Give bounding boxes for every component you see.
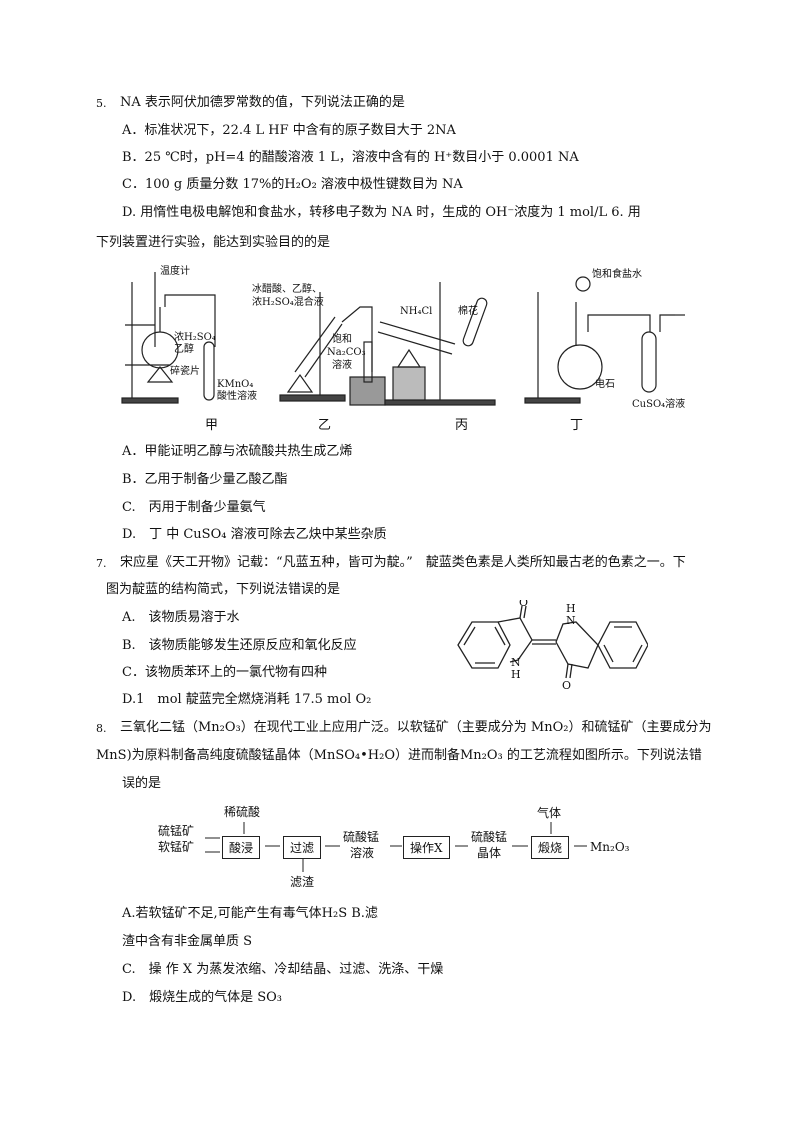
step-operation-x: 操作X	[403, 836, 450, 859]
label-acidic-solution: 酸性溶液	[217, 389, 257, 402]
option-c: C．100 g 质量分数 17%的H₂O₂ 溶液中极性键数目为 NA	[122, 177, 463, 192]
option-c: C. 丙用于制备少量氨气	[122, 500, 266, 515]
label-brine: 饱和食盐水	[592, 267, 642, 280]
atom-n-top: N	[566, 614, 576, 627]
label-na2co3: Na₂CO₃	[327, 347, 366, 358]
residue: 滤渣	[290, 875, 315, 889]
intermediate-1a: 硫酸锰	[343, 830, 380, 844]
flow-arrows	[205, 822, 587, 872]
option-a: A．甲能证明乙醇与浓硫酸共热生成乙烯	[122, 444, 353, 459]
option-d: D. 丁 中 CuSO₄ 溶液可除去乙炔中某些杂质	[122, 527, 387, 542]
step-calcine: 煅烧	[531, 836, 570, 859]
input-1: 硫锰矿	[158, 824, 195, 838]
intermediate-2b: 晶体	[477, 846, 502, 860]
label-nh4cl: NH₄Cl	[400, 306, 432, 317]
question-stem: NA 表示阿伏加德罗常数的值，下列说法正确的是	[120, 95, 405, 110]
label-kmno4: KMnO₄	[217, 379, 253, 390]
indigo-structure: O H N N H O	[457, 600, 648, 690]
label-porcelain: 碎瓷片	[170, 364, 200, 377]
label-ethanol: 乙醇	[174, 342, 194, 355]
label-mixture-2: 浓H₂SO₄混合液	[252, 295, 324, 308]
option-c: C．该物质苯环上的一氯代物有四种	[122, 665, 327, 680]
option-d: D. 用惰性电极电解饱和食盐水，转移电子数为 NA 时，生成的 OH⁻浓度为 1…	[122, 205, 641, 220]
label-cuso4: CuSO₄溶液	[632, 397, 685, 410]
intermediate-2a: 硫酸锰	[471, 830, 508, 844]
option-a: A．标准状况下，22.4 L HF 中含有的原子数目大于 2NA	[122, 123, 456, 138]
caption-ding: 丁	[570, 418, 584, 433]
acid-input: 稀硫酸	[224, 805, 261, 819]
apparatus-figure: 温度计 浓H₂SO₄ 乙醇 碎瓷片 KMnO₄ 酸性溶液 冰醋酸、乙醇、 浓H₂…	[121, 264, 685, 410]
caption-jia: 甲	[205, 418, 219, 433]
option-a: A. 该物质易溶于水	[122, 610, 240, 625]
caption-yi: 乙	[318, 418, 332, 433]
option-d: D. 煅烧生成的气体是 SO₃	[122, 990, 282, 1005]
atom-o-bottom: O	[562, 679, 571, 690]
label-saturated: 饱和	[332, 333, 352, 345]
option-b: B. 该物质能够发生还原反应和氧化反应	[122, 638, 357, 653]
label-cotton: 棉花	[458, 304, 478, 317]
option-d: D.1 mol 靛蓝完全燃烧消耗 17.5 mol O₂	[122, 692, 372, 707]
product: Mn₂O₃	[590, 840, 630, 854]
input-2: 软锰矿	[158, 840, 195, 854]
label-mixture-1: 冰醋酸、乙醇、	[252, 282, 322, 295]
intermediate-1b: 溶液	[350, 846, 375, 860]
step-filter: 过滤	[283, 836, 322, 859]
question-stem-2: 图为靛蓝的结构简式，下列说法错误的是	[106, 582, 341, 597]
atom-o-top: O	[519, 600, 528, 609]
option-b: B．25 ℃时，pH=4 的醋酸溶液 1 L，溶液中含有的 H⁺数目小于 0.0…	[122, 150, 579, 165]
option-a-b: A.若软锰矿不足,可能产生有毒气体H₂S B.滤	[122, 906, 378, 921]
question-number: 5.	[96, 97, 107, 110]
option-c: C. 操 作 X 为蒸发浓缩、冷却结晶、过滤、洗涤、干燥	[122, 962, 444, 977]
question-number: 8.	[96, 722, 107, 735]
question-stem-3: 误的是	[122, 776, 162, 791]
caption-bing: 丙	[455, 418, 469, 433]
question-stem: 宋应星《天工开物》记载：“凡蓝五种，皆可为靛。” 靛蓝类色素是人类所知最古老的色…	[120, 555, 686, 570]
question-stem: 下列装置进行实验，能达到实验目的的是	[96, 235, 331, 250]
step-acid-leach: 酸浸	[222, 836, 261, 859]
atom-h-bottom: H	[511, 668, 521, 681]
label-solution: 溶液	[332, 358, 352, 371]
option-b: B．乙用于制备少量乙酸乙酯	[122, 472, 288, 487]
label-conc-h2so4: 浓H₂SO₄	[174, 331, 216, 343]
option-b-cont: 渣中含有非金属单质 S	[122, 934, 253, 949]
question-stem-2: MnS)为原料制备高纯度硫酸锰晶体（MnSO₄•H₂O）进而制备Mn₂O₃ 的工…	[96, 748, 702, 763]
label-thermometer: 温度计	[160, 264, 190, 277]
question-stem: 三氧化二锰（Mn₂O₃）在现代工业上应用广泛。以软锰矿（主要成分为 MnO₂）和…	[120, 720, 712, 735]
label-calcium-carbide: 电石	[595, 377, 615, 390]
question-number: 7.	[96, 557, 107, 570]
gas-output: 气体	[537, 806, 562, 820]
atom-n-bottom: N	[511, 656, 521, 669]
atom-h-top: H	[566, 602, 576, 615]
